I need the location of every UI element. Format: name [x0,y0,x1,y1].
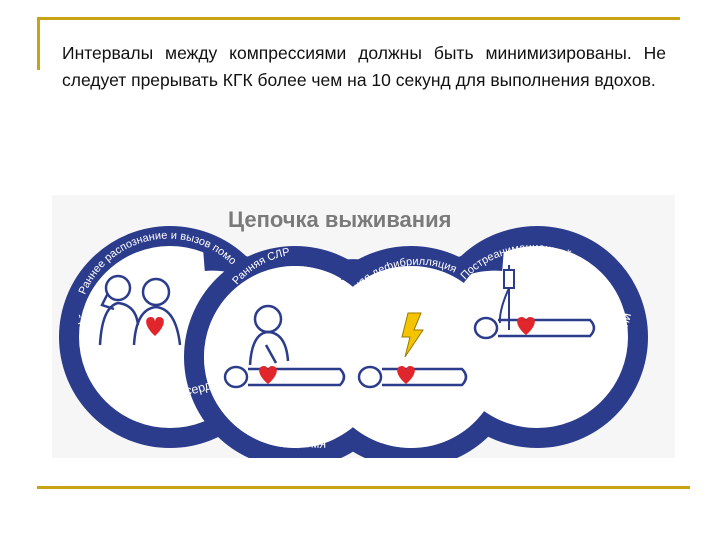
top-rule [37,17,680,20]
bottom-rule [37,486,690,489]
left-rule [37,17,40,70]
chain-of-survival-diagram: Цепочка выживания Раннее распознание и в… [52,195,675,458]
body-text: Интервалы между компрессиями должны быть… [62,40,666,93]
chain-title: Цепочка выживания [228,207,451,232]
chain-rings [69,236,638,458]
